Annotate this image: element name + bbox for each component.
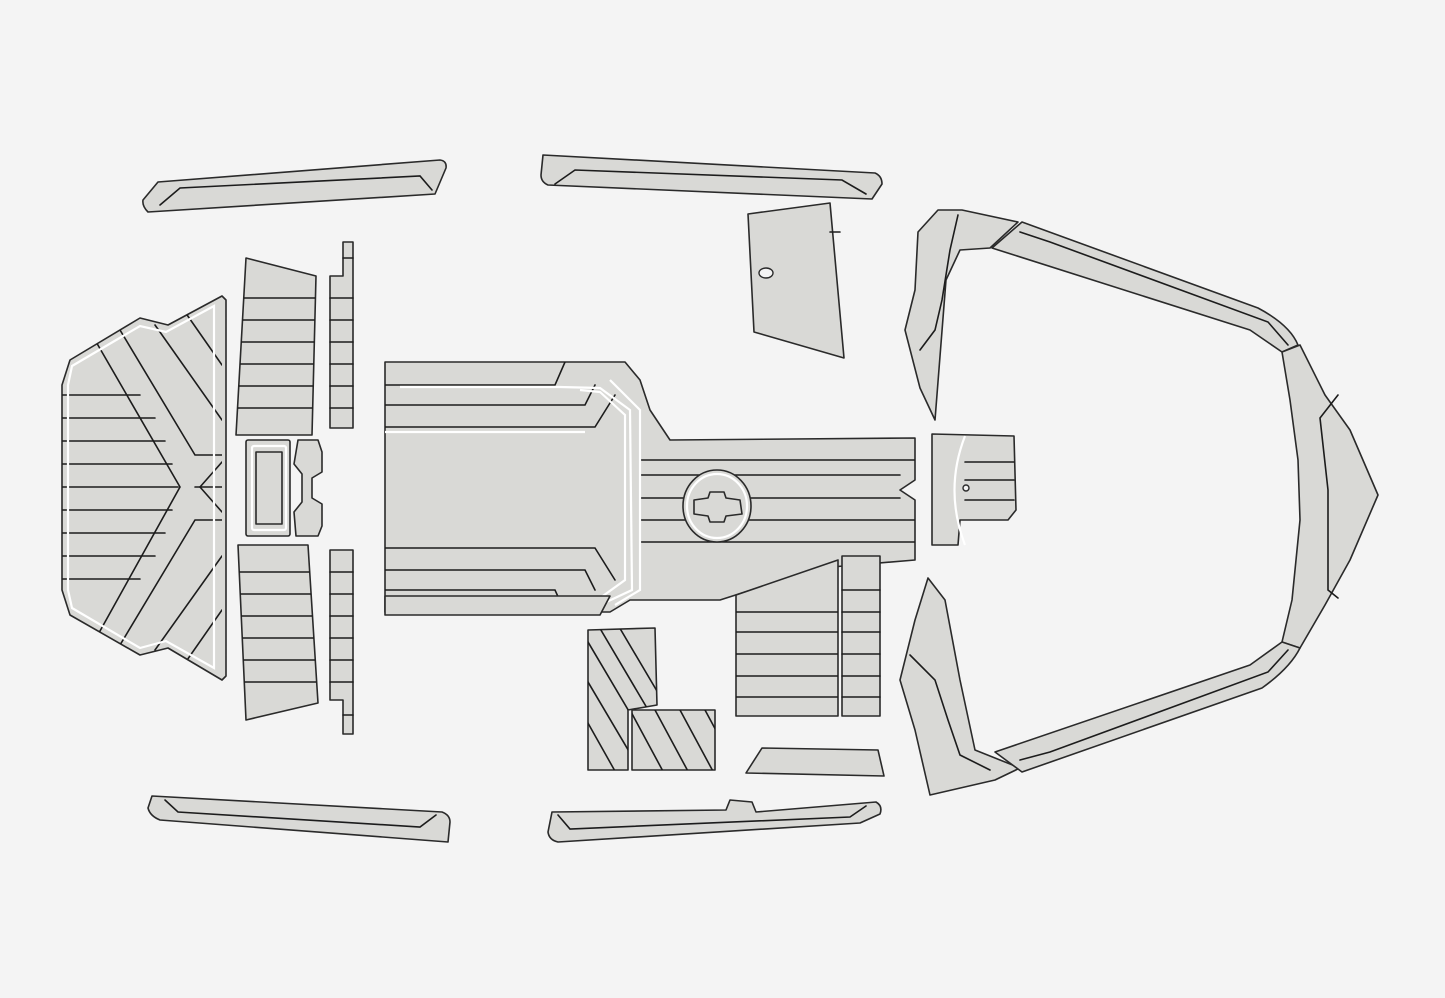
small-strip-pad [745, 747, 885, 777]
side-strip-upper [329, 241, 354, 429]
helm-floor-pad [735, 555, 881, 717]
hatch-frame [245, 439, 291, 537]
bow-frame-lower [994, 641, 1301, 773]
diagonal-pad-lower [631, 709, 716, 771]
lid-pad [747, 202, 845, 359]
console-lower-side [899, 577, 1021, 796]
bow-rail-top-right [540, 154, 883, 200]
main-deck-pad [384, 361, 916, 616]
step-pad-upper [235, 257, 317, 436]
center-oval-pad [682, 469, 752, 543]
bow-frame-upper [991, 221, 1299, 353]
bow-rail-top-left [142, 159, 447, 213]
step-pad-lower [237, 544, 319, 721]
swim-platform [61, 295, 227, 681]
cup-holder-pad [931, 433, 1017, 546]
console-upper-side [904, 209, 1019, 421]
bow-frame-nose [1281, 344, 1379, 649]
bow-rail-bottom-right [547, 799, 882, 843]
cleat-pad [293, 439, 323, 537]
side-strip-lower [329, 549, 354, 735]
bow-rail-bottom-left [147, 795, 451, 843]
